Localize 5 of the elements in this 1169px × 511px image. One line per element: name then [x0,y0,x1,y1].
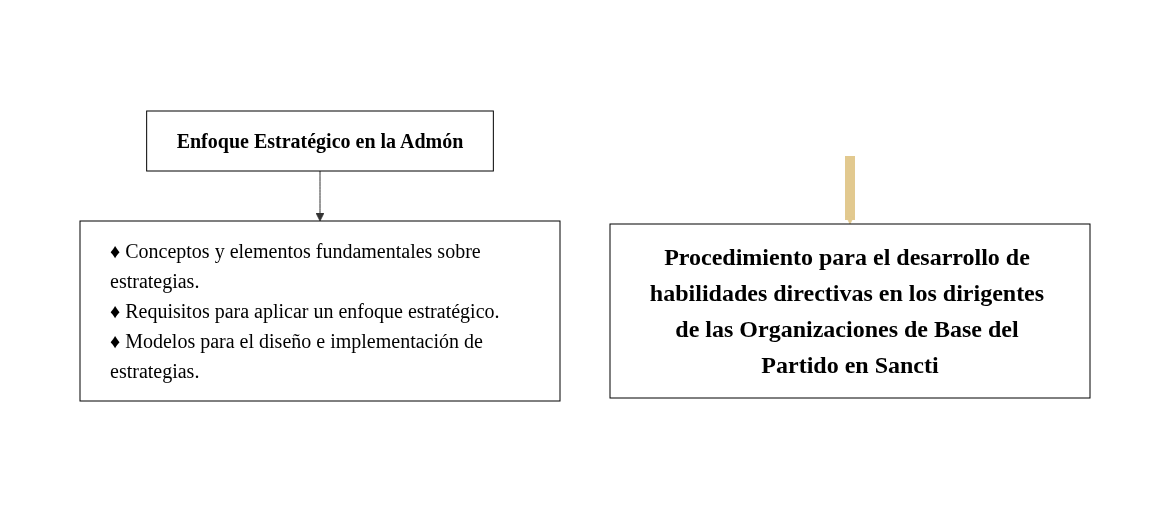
node-box: Enfoque Estratégico en la Admón [145,110,494,171]
arrow [315,170,324,221]
node-box: Procedimiento para el desarrollo de habilidades directivas en los dirigentes de las Organizaciones de Base del Partido en Sancti [609,223,1090,398]
arrow [844,155,855,224]
node-box: ♦ Conceptos y elementos fundamentales sobre estrategias. ♦ Requisitos para aplicar un enfoque estratégico. ♦ Modelos para el diseño e implementación de estrategias. [79,220,560,401]
